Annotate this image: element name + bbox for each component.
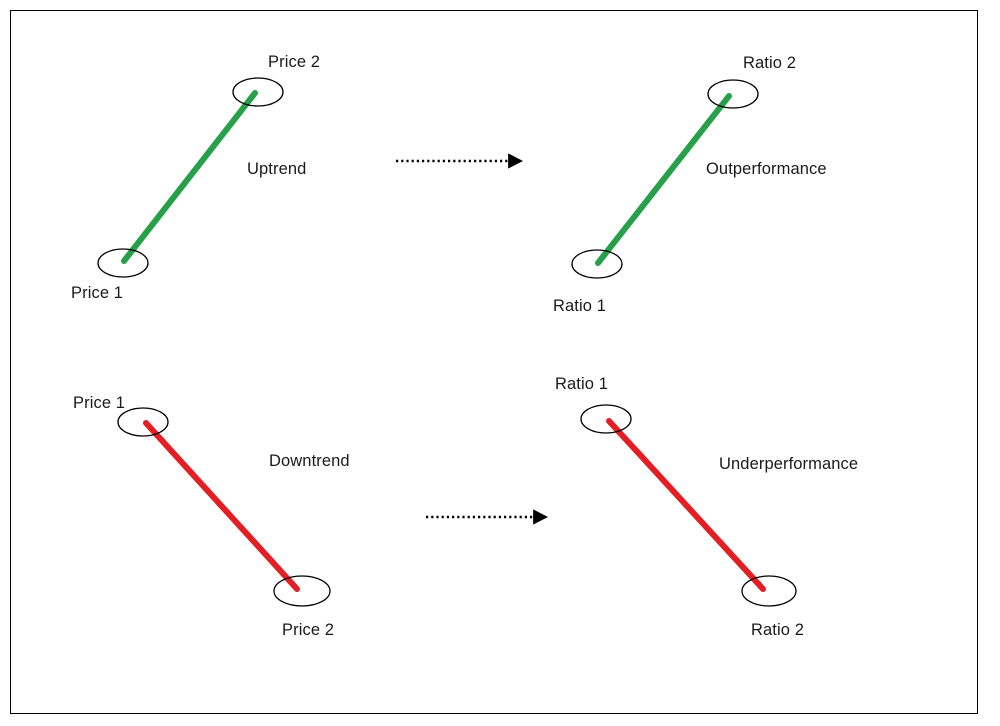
node-uptrend-price2[interactable] [232, 77, 284, 107]
label-uptrend-price1: Price 1 [71, 284, 124, 302]
label-uptrend-price2: Price 2 [268, 53, 321, 71]
node-outperformance-ratio1[interactable] [571, 249, 623, 279]
label-downtrend-price2: Price 2 [282, 621, 335, 639]
node-outperformance-ratio2[interactable] [707, 79, 759, 109]
label-uptrend-caption: Uptrend [247, 160, 307, 178]
node-underperformance-ratio2[interactable] [741, 575, 797, 607]
underperformance-line [606, 418, 766, 592]
downtrend-line [143, 420, 300, 592]
label-downtrend-caption: Downtrend [269, 452, 350, 470]
label-downtrend-price1: Price 1 [73, 394, 126, 412]
panel-underperformance [580, 404, 797, 607]
diagram-border-frame [10, 10, 978, 714]
label-outperformance-caption: Outperformance [706, 160, 827, 178]
node-downtrend-price1[interactable] [117, 407, 169, 437]
label-underperformance-ratio1: Ratio 1 [555, 375, 608, 393]
label-outperformance-ratio2: Ratio 2 [743, 54, 796, 72]
label-outperformance-ratio1: Ratio 1 [553, 297, 606, 315]
label-underperformance-ratio2: Ratio 2 [751, 621, 804, 639]
outperformance-line [595, 93, 732, 266]
node-uptrend-price1[interactable] [97, 248, 149, 278]
node-downtrend-price2[interactable] [273, 575, 331, 607]
node-underperformance-ratio1[interactable] [580, 404, 632, 434]
label-underperformance-caption: Underperformance [719, 455, 859, 473]
panel-outperformance [571, 79, 759, 279]
panel-uptrend [97, 77, 284, 278]
uptrend-line [121, 90, 258, 264]
panel-downtrend [117, 407, 331, 607]
